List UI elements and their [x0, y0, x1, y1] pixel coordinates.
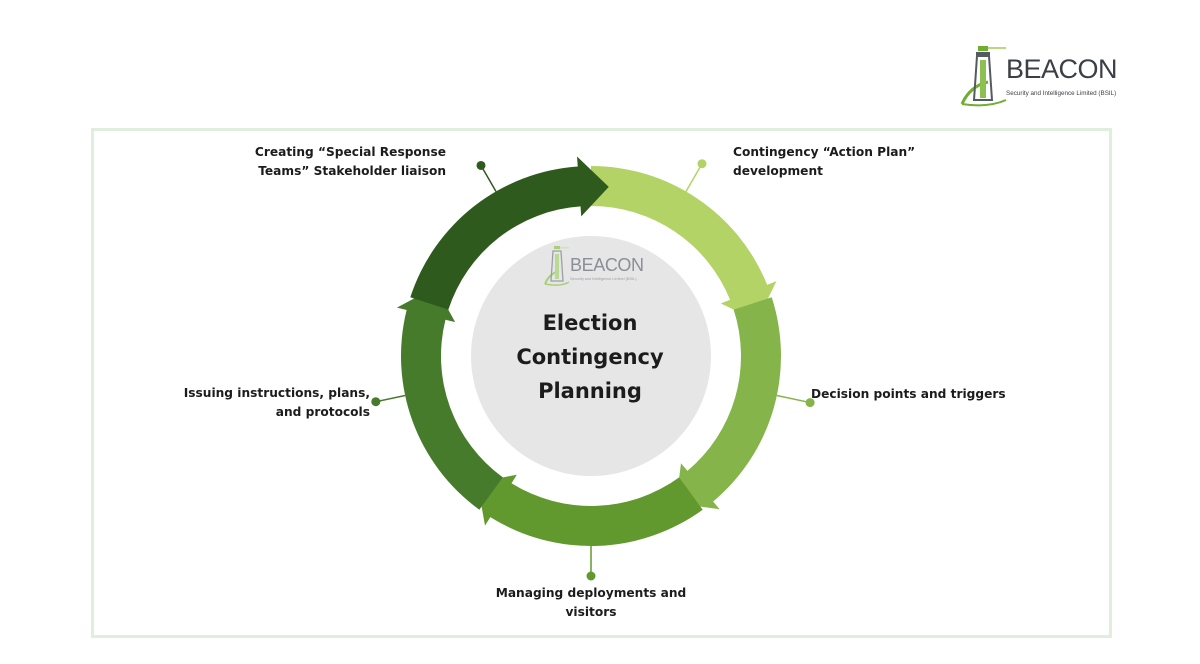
- logo-wordmark: BEACON: [1006, 54, 1118, 84]
- logo-tagline: Security and Intelligence Limited (BSIL): [1006, 90, 1117, 97]
- leader-dot-deployments: [586, 571, 596, 581]
- center-circle: [471, 236, 711, 476]
- leader-line-action-plan: [685, 163, 703, 192]
- cycle-arrow-action-plan: [591, 166, 777, 321]
- stage-label-deployments: Managing deployments and visitors: [495, 586, 687, 619]
- cycle-arrow-instructions: [396, 286, 503, 510]
- cycle-arrow-special-response-teams: [410, 156, 609, 310]
- cycle-arrow-deployments: [477, 474, 703, 546]
- leader-line-decision-points: [776, 394, 811, 404]
- center-title: Election Contingency Planning: [516, 311, 664, 403]
- cycle-arrow-decision-points: [676, 297, 781, 510]
- leader-line-special-response-teams: [480, 165, 497, 192]
- center-logo-tagline: Security and Intelligence Limited (BSIL): [570, 277, 637, 281]
- leader-dot-instructions: [371, 397, 381, 407]
- leader-dot-decision-points: [805, 398, 815, 408]
- lighthouse-icon: [960, 46, 1007, 107]
- lighthouse-icon: [544, 246, 569, 286]
- center-logo-wordmark: BEACON: [570, 255, 644, 275]
- stage-label-decision-points: Decision points and triggers: [811, 387, 1006, 401]
- leader-lines: [371, 159, 815, 581]
- beacon-logo: BEACON Security and Intelligence Limited…: [958, 42, 1118, 110]
- cycle-segments: [396, 156, 781, 546]
- leader-dot-special-response-teams: [476, 160, 486, 170]
- stage-label-special-response-teams: Creating “Special Response Teams” Stakeh…: [254, 145, 446, 178]
- stage-label-instructions: Issuing instructions, plans, and protoco…: [183, 386, 370, 419]
- center-logo: BEACON Security and Intelligence Limited…: [543, 244, 644, 288]
- leader-line-instructions: [375, 394, 406, 403]
- leader-dot-action-plan: [697, 159, 707, 169]
- stage-label-action-plan: Contingency “Action Plan” development: [733, 145, 916, 178]
